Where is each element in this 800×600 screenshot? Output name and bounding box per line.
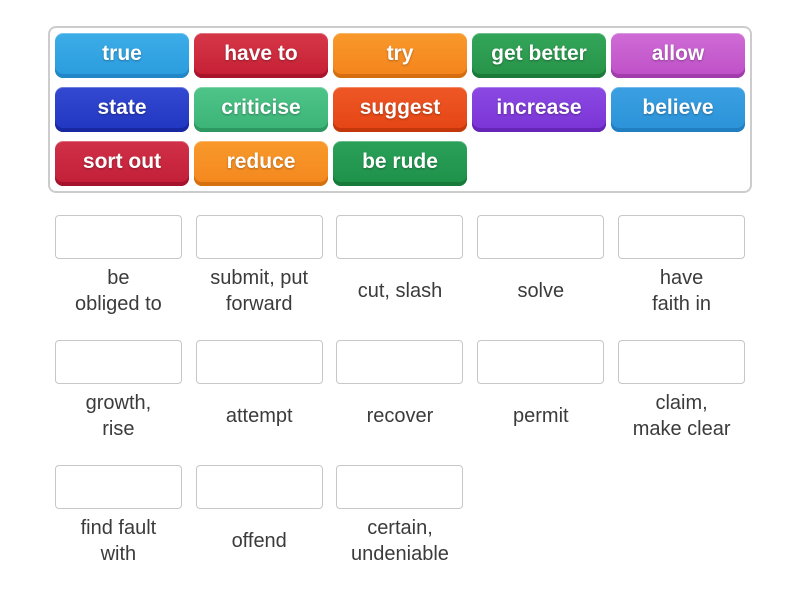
answer-definition: growth, rise [85,392,152,440]
answer-slot-growth-rise[interactable] [54,340,182,384]
answer-slot-recover[interactable] [336,340,464,384]
word-tile-criticise[interactable]: criticise [194,87,328,132]
answer-slot-submit-put-forward[interactable] [195,215,323,259]
word-tile-label: reduce [226,150,296,173]
answer-cell: recover [330,340,471,442]
word-tile-state[interactable]: state [55,87,189,132]
word-tile-sort-out[interactable]: sort out [55,141,189,186]
word-tile-label: get better [491,42,587,65]
answer-definition: cut, slash [357,280,443,302]
word-tile-label: sort out [82,150,162,173]
answer-definition: have faith in [652,267,712,315]
answer-definition: offend [231,530,287,552]
word-tile-have-to[interactable]: have to [194,33,328,78]
answer-row-1: be obliged to submit, put forward cut, s… [48,215,752,317]
word-tile-label: have to [224,42,298,65]
answer-cell: attempt [189,340,330,442]
answer-definition: submit, put forward [210,267,309,315]
answer-definition: attempt [225,405,293,427]
word-tile-believe[interactable]: believe [611,87,745,132]
word-tile-label: true [102,42,142,65]
answer-slot-solve[interactable] [477,215,605,259]
word-tile-label: try [386,42,414,65]
answer-slot-permit[interactable] [477,340,605,384]
answer-cell: claim, make clear [611,340,752,442]
answer-definition: recover [366,405,434,427]
answer-cell: be obliged to [48,215,189,317]
answer-definition: permit [513,405,569,427]
answer-slot-cut-slash[interactable] [336,215,464,259]
word-tile-label: increase [496,96,582,119]
answer-definition: solve [517,280,565,302]
word-tile-get-better[interactable]: get better [472,33,606,78]
answer-slot-offend[interactable] [195,465,323,509]
answer-cell: cut, slash [330,215,471,317]
answer-row-3: find fault with offend certain, undeniab… [48,465,752,567]
answer-slot-attempt[interactable] [195,340,323,384]
answer-row-2: growth, rise attempt recover permit clai… [48,340,752,442]
word-tile-label: suggest [359,96,441,119]
word-tile-label: state [97,96,147,119]
answer-cell: permit [470,340,611,442]
word-tile-increase[interactable]: increase [472,87,606,132]
answer-cell: certain, undeniable [330,465,471,567]
word-tile-allow[interactable]: allow [611,33,745,78]
answer-cell: have faith in [611,215,752,317]
answer-slot-be-obliged-to[interactable] [54,215,182,259]
word-tile-suggest[interactable]: suggest [333,87,467,132]
answer-definition: claim, make clear [632,392,731,440]
answer-slot-have-faith-in[interactable] [618,215,746,259]
answer-cell: offend [189,465,330,567]
answer-slot-certain-undeniable[interactable] [336,465,464,509]
answer-slot-find-fault-with[interactable] [54,465,182,509]
answer-cell: solve [470,215,611,317]
answer-definition: be obliged to [75,267,162,315]
word-tile-true[interactable]: true [55,33,189,78]
answer-cell: find fault with [48,465,189,567]
word-tile-label: criticise [221,96,301,119]
answer-definition: find fault with [80,517,157,565]
word-tile-be-rude[interactable]: be rude [333,141,467,186]
word-tile-label: allow [651,42,705,65]
word-tile-label: be rude [362,150,438,173]
word-tile-reduce[interactable]: reduce [194,141,328,186]
answer-slot-claim-make-clear[interactable] [618,340,746,384]
answer-cell: submit, put forward [189,215,330,317]
word-tile-try[interactable]: try [333,33,467,78]
word-tile-label: believe [642,96,714,119]
answer-cell: growth, rise [48,340,189,442]
word-bank: true have to try get better allow state … [48,26,752,193]
answer-definition: certain, undeniable [351,517,449,565]
